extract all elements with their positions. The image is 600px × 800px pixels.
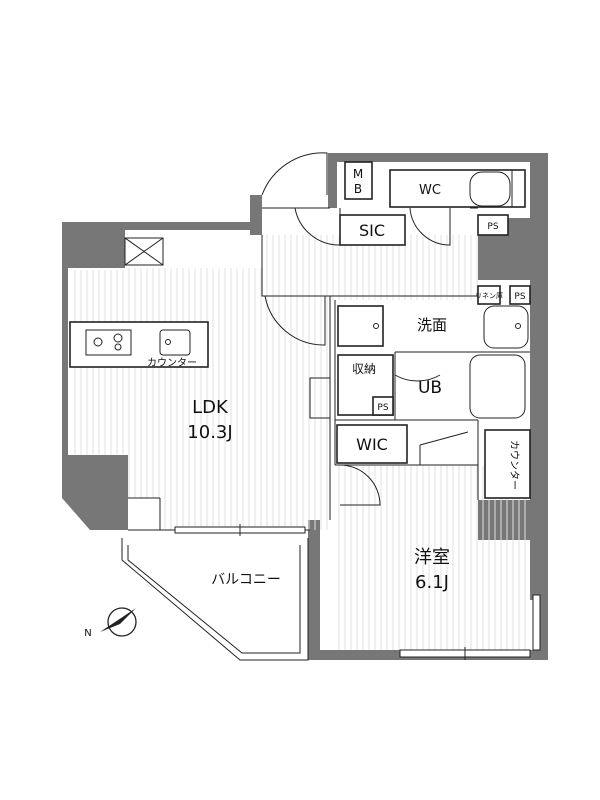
meter-box: [344, 161, 373, 200]
sic-label: SIC: [359, 221, 385, 240]
compass-label: N: [84, 628, 91, 639]
bath-label: UB: [418, 378, 442, 398]
ldk-size: 10.3J: [187, 422, 232, 443]
compass-icon: N: [84, 607, 137, 639]
wic-label: WIC: [356, 435, 388, 454]
ps-label-storage: PS: [377, 403, 388, 413]
ps-label-linen: PS: [514, 292, 525, 302]
storage-label: 収納: [352, 362, 376, 376]
balcony-area: [121, 538, 309, 661]
wash-room: [337, 285, 531, 349]
washroom-label: 洗面: [417, 316, 447, 334]
ps-label-wc: PS: [487, 222, 498, 232]
linen-label: リネン庫: [475, 291, 503, 300]
wic-room: [336, 424, 408, 464]
windows: [174, 524, 541, 660]
wc-room: [389, 169, 526, 236]
floor-areas: [70, 235, 530, 650]
bedroom-counter: [484, 429, 531, 499]
bedroom-name: 洋室: [414, 547, 450, 568]
mb-label-b: B: [354, 182, 362, 196]
bedroom-size: 6.1J: [415, 572, 449, 593]
door-swings: [261, 152, 469, 506]
sic-room: [339, 214, 406, 246]
bedroom-counter-label: カウンター: [508, 440, 520, 490]
ldk-name: LDK: [192, 397, 229, 418]
storage-ub: [337, 354, 526, 419]
wc-label: WC: [419, 183, 441, 198]
balcony-label: バルコニー: [211, 572, 281, 588]
mb-label-m: M: [353, 167, 363, 181]
kitchen: [69, 237, 209, 368]
kitchen-counter-label: カウンター: [147, 357, 197, 369]
